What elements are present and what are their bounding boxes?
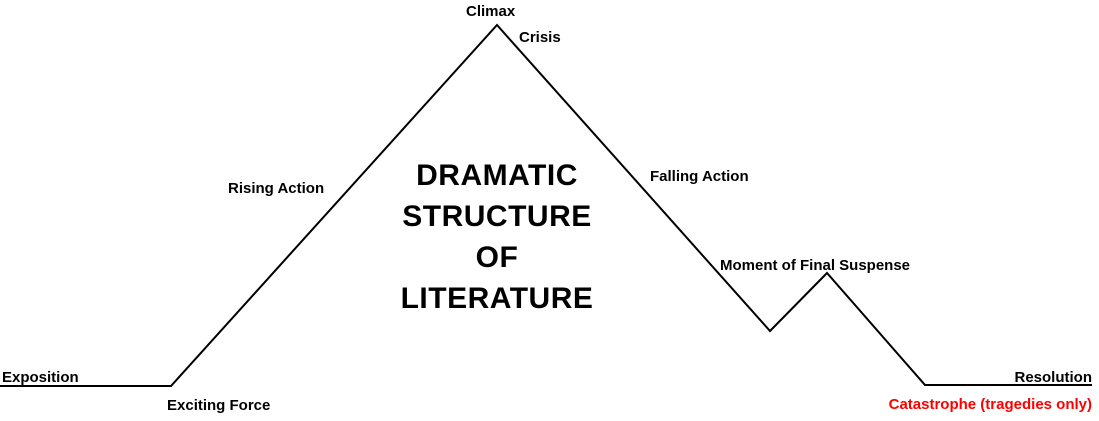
- falling-action-label: Falling Action: [650, 168, 749, 185]
- exposition-label: Exposition: [2, 369, 79, 386]
- climax-label: Climax: [466, 3, 516, 20]
- dramatic-arc-line: [0, 23, 1092, 387]
- catastrophe-label: Catastrophe (tragedies only): [888, 396, 1092, 413]
- crisis-label: Crisis: [519, 29, 561, 46]
- diagram-title: DRAMATIC STRUCTURE OF LITERATURE: [400, 159, 594, 315]
- rising-action-label: Rising Action: [228, 180, 325, 197]
- exciting-force-label: Exciting Force: [167, 397, 271, 414]
- resolution-label: Resolution: [1014, 369, 1093, 386]
- moment-of-final-suspense-label: Moment of Final Suspense: [720, 257, 911, 274]
